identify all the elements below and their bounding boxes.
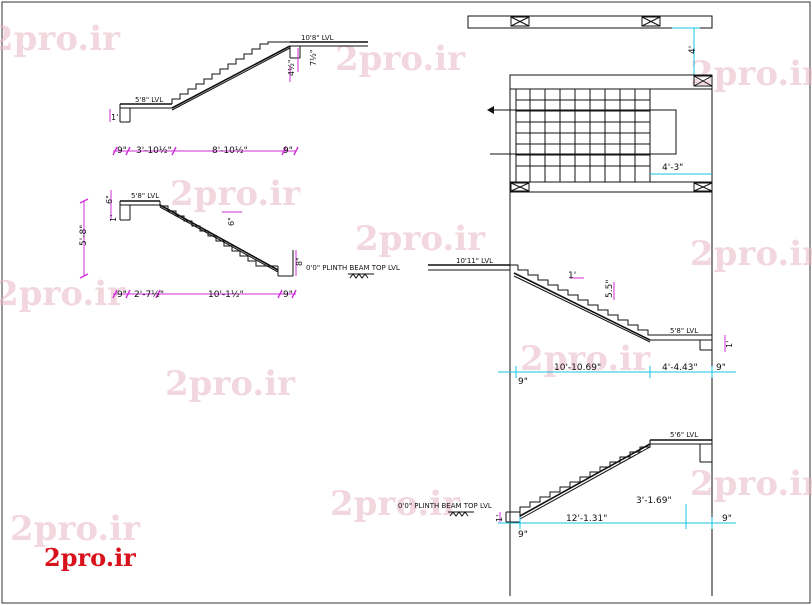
watermark-text: 2pro.ir bbox=[355, 219, 486, 259]
watermark-layer: 2pro.ir 2pro.ir 2pro.ir 2pro.ir 2pro.ir … bbox=[0, 19, 812, 549]
dimension-label: 8" bbox=[295, 257, 304, 266]
plinth-level-label: 0'0" PLINTH BEAM TOP LVL bbox=[398, 502, 492, 510]
dimension-label: 9" bbox=[518, 377, 528, 387]
right-upper-stair-section: 10'11" LVL 5'8" LVL 1' 5.5" 1' 9" 10'-10… bbox=[428, 257, 736, 387]
dimension-label: 5.5" bbox=[605, 280, 615, 298]
dimension-label: 10'-10.69" bbox=[554, 363, 601, 373]
dimension-label: 3'-1.69" bbox=[636, 496, 672, 506]
level-label: 5'8" LVL bbox=[131, 192, 159, 200]
column-marker bbox=[693, 182, 713, 192]
dimension-label: 9" bbox=[283, 290, 293, 300]
dimension-label: 1' bbox=[111, 113, 118, 122]
dimension-label: 1' bbox=[109, 215, 118, 222]
level-label: 5'6" LVL bbox=[670, 431, 698, 439]
walk-line bbox=[490, 109, 677, 155]
column-marker bbox=[510, 182, 530, 192]
dimension-label: 6" bbox=[105, 195, 114, 204]
dimension-label: 7½" bbox=[309, 49, 318, 66]
stair-plan: 4' 4'-3" bbox=[467, 15, 713, 193]
watermark-text: 2pro.ir bbox=[690, 54, 812, 94]
dimension-label: 4'-3" bbox=[662, 163, 683, 173]
lower-left-stair-section: 5'8" LVL 5'-8" 6" 1' 6" 8" 0'0" PLINTH B… bbox=[79, 190, 400, 300]
watermark-text: 2pro.ir bbox=[690, 464, 812, 504]
dimension-label: 9" bbox=[722, 514, 732, 524]
level-label: 10'8" LVL bbox=[301, 34, 334, 42]
watermark-text: 2pro.ir bbox=[170, 174, 301, 214]
site-logo: 2pro.ir bbox=[44, 543, 136, 572]
column-marker bbox=[510, 16, 530, 27]
dimension-label: 4' bbox=[688, 46, 698, 54]
watermark-text: 2pro.ir bbox=[335, 39, 466, 79]
dimension-label: 10'-1½" bbox=[208, 290, 244, 300]
dimension-label: 5'-8" bbox=[79, 225, 89, 246]
watermark-text: 2pro.ir bbox=[0, 19, 121, 59]
dimension-label: 9" bbox=[518, 530, 528, 540]
level-label: 10'11" LVL bbox=[456, 257, 493, 265]
right-lower-stair-section: 5'6" LVL 0'0" PLINTH BEAM TOP LVL 1' 9" … bbox=[398, 431, 736, 540]
dimension-label: 9" bbox=[117, 290, 127, 300]
column-marker bbox=[693, 75, 713, 87]
watermark-text: 2pro.ir bbox=[520, 339, 651, 379]
dimension-label: 1' bbox=[568, 271, 576, 281]
column-marker bbox=[641, 16, 661, 27]
upper-left-stair-section: 10'8" LVL 5'8" LVL 1' 4½" 7½" 9" 3'-10½"… bbox=[109, 34, 368, 156]
dimension-label: 1' bbox=[725, 341, 734, 348]
dimension-label: 4'-4.43" bbox=[662, 363, 698, 373]
dimension-label: 9" bbox=[716, 363, 726, 373]
level-label: 5'8" LVL bbox=[135, 96, 163, 104]
dimension-label: 9" bbox=[283, 146, 293, 156]
dimension-label: 1' bbox=[495, 515, 504, 522]
direction-arrow-icon bbox=[487, 106, 494, 114]
dimension-label: 6" bbox=[227, 217, 236, 226]
dimension-label: 8'-10½" bbox=[212, 146, 248, 156]
dimension-label: 4½" bbox=[287, 59, 296, 76]
plinth-level-label: 0'0" PLINTH BEAM TOP LVL bbox=[306, 264, 400, 272]
watermark-text: 2pro.ir bbox=[165, 364, 296, 404]
dimension-label: 12'-1.31" bbox=[566, 514, 607, 524]
dimension-label: 9" bbox=[117, 146, 127, 156]
dimension-label: 2'-7½" bbox=[134, 290, 164, 300]
level-label: 5'8" LVL bbox=[670, 327, 698, 335]
watermark-text: 2pro.ir bbox=[330, 484, 461, 524]
watermark-text: 2pro.ir bbox=[0, 274, 126, 314]
watermark-text: 2pro.ir bbox=[10, 509, 141, 549]
dimension-label: 3'-10½" bbox=[136, 146, 172, 156]
watermark-text: 2pro.ir bbox=[690, 234, 812, 274]
